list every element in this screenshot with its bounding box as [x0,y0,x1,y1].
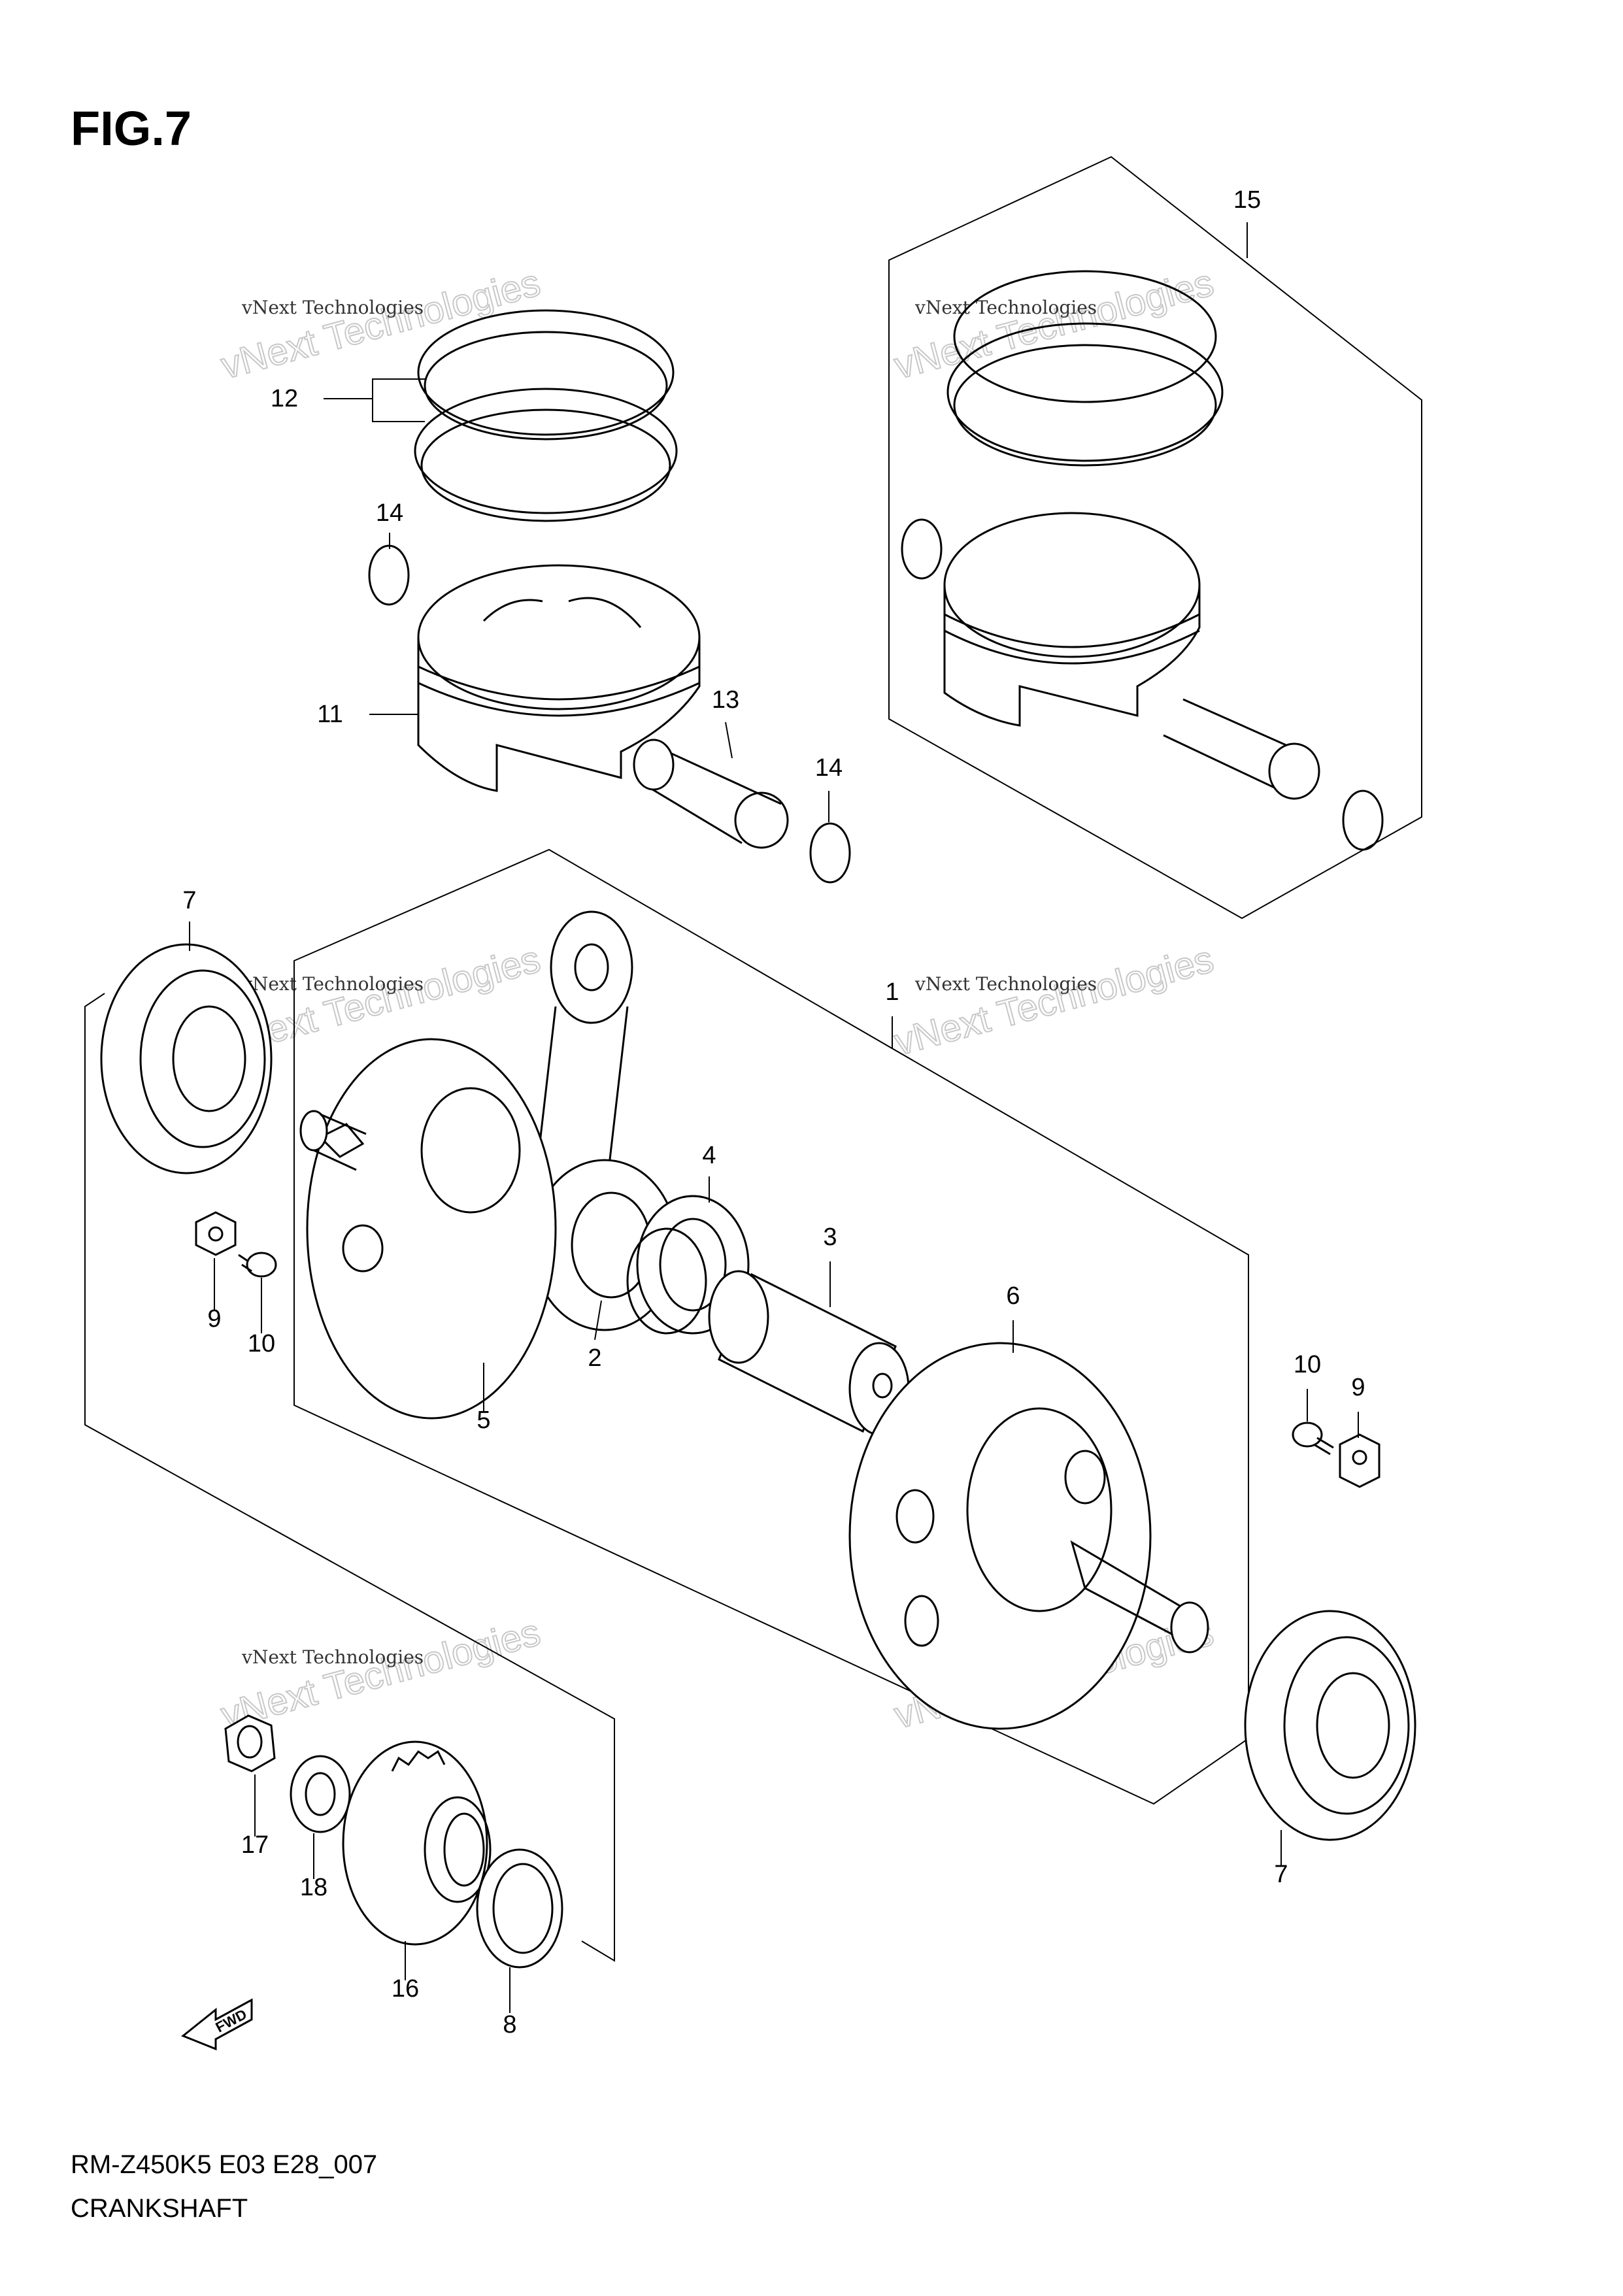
callout-label-9: 9 [1351,1374,1365,1401]
watermark-large: vNext Technologies [890,261,1218,388]
crank-pin [708,1270,910,1436]
primary-drive-gear [342,1740,492,1946]
crank-web-left [306,1038,557,1420]
piston-pin [633,739,789,849]
callout-leader-12 [324,378,425,422]
callout-label-10: 10 [248,1330,275,1357]
spacer [476,1848,563,1969]
callout-label-2: 2 [588,1344,601,1372]
callout-label-14: 14 [376,499,403,527]
callout-label-3: 3 [823,1223,837,1251]
nut [224,1714,276,1772]
piston [417,564,701,792]
bolt-right [1292,1422,1334,1456]
crank-web-right [848,1342,1209,1730]
callout-label-12: 12 [271,385,298,412]
watermark-small: vNext Technologies [241,1646,424,1668]
callout-label-18: 18 [300,1874,327,1901]
callout-leader-13 [725,722,733,759]
model-code: RM-Z450K5 E03 E28_007 [71,2150,377,2179]
left-shaft-stub [299,1110,367,1171]
ball-bearing-right [1244,1610,1416,1841]
circlip-upper [368,544,410,606]
callout-label-7: 7 [1274,1861,1288,1888]
callout-label-10: 10 [1294,1351,1321,1378]
forward-direction-indicator: FWD [181,1998,253,2051]
circlip-lower [809,822,851,884]
bolt-left [238,1252,277,1278]
watermark-small: vNext Technologies [914,297,1097,318]
lock-washer-right [1339,1433,1380,1488]
watermark-large: vNext Technologies [217,1611,545,1737]
callout-label-11: 11 [317,701,343,728]
callout-leader-2 [594,1300,602,1340]
callout-label-13: 13 [712,686,739,714]
callout-label-8: 8 [503,2011,516,2038]
callout-label-15: 15 [1233,186,1261,214]
watermark-large: vNext Technologies [890,938,1218,1064]
figure-name: CRANKSHAFT [71,2194,248,2223]
piston-set-outline [888,156,1422,920]
callout-label-6: 6 [1006,1282,1020,1310]
figure-title: FIG.7 [71,101,192,156]
ball-bearing-left [100,943,273,1174]
callout-label-9: 9 [207,1305,221,1333]
lock-washer-left [195,1211,237,1256]
watermark-small: vNext Technologies [241,297,424,318]
callout-label-5: 5 [477,1406,490,1434]
callout-label-14: 14 [815,754,843,782]
callout-label-16: 16 [392,1975,419,2003]
watermark-small: vNext Technologies [914,973,1097,995]
piston-rings [414,309,678,522]
washer [290,1755,351,1833]
callout-label-4: 4 [702,1142,716,1169]
watermark-small: vNext Technologies [241,973,424,995]
callout-label-7: 7 [182,887,196,914]
callout-label-17: 17 [241,1831,269,1859]
watermark-large: vNext Technologies [217,261,545,388]
piston-set [901,270,1384,851]
callout-label-1: 1 [885,978,899,1006]
bearing-group-outline [84,993,615,1962]
